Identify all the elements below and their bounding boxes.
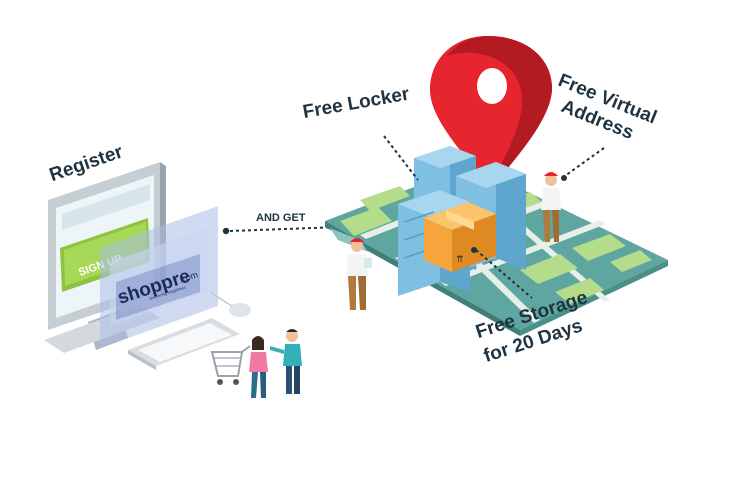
shoppre-panel xyxy=(100,206,218,348)
shopper-woman xyxy=(249,336,268,398)
delivery-person-left xyxy=(346,238,372,310)
package-box-icon: ⇈ xyxy=(424,202,496,272)
mouse xyxy=(209,291,251,317)
delivery-person-right xyxy=(541,172,561,242)
location-pin-icon xyxy=(430,36,552,188)
shopping-cart-icon xyxy=(210,345,251,385)
and-get-label: AND GET xyxy=(256,212,306,224)
shopper-man xyxy=(270,329,302,394)
connectors xyxy=(383,135,605,299)
keyboard xyxy=(128,318,240,370)
svg-text:⇈: ⇈ xyxy=(456,255,464,265)
